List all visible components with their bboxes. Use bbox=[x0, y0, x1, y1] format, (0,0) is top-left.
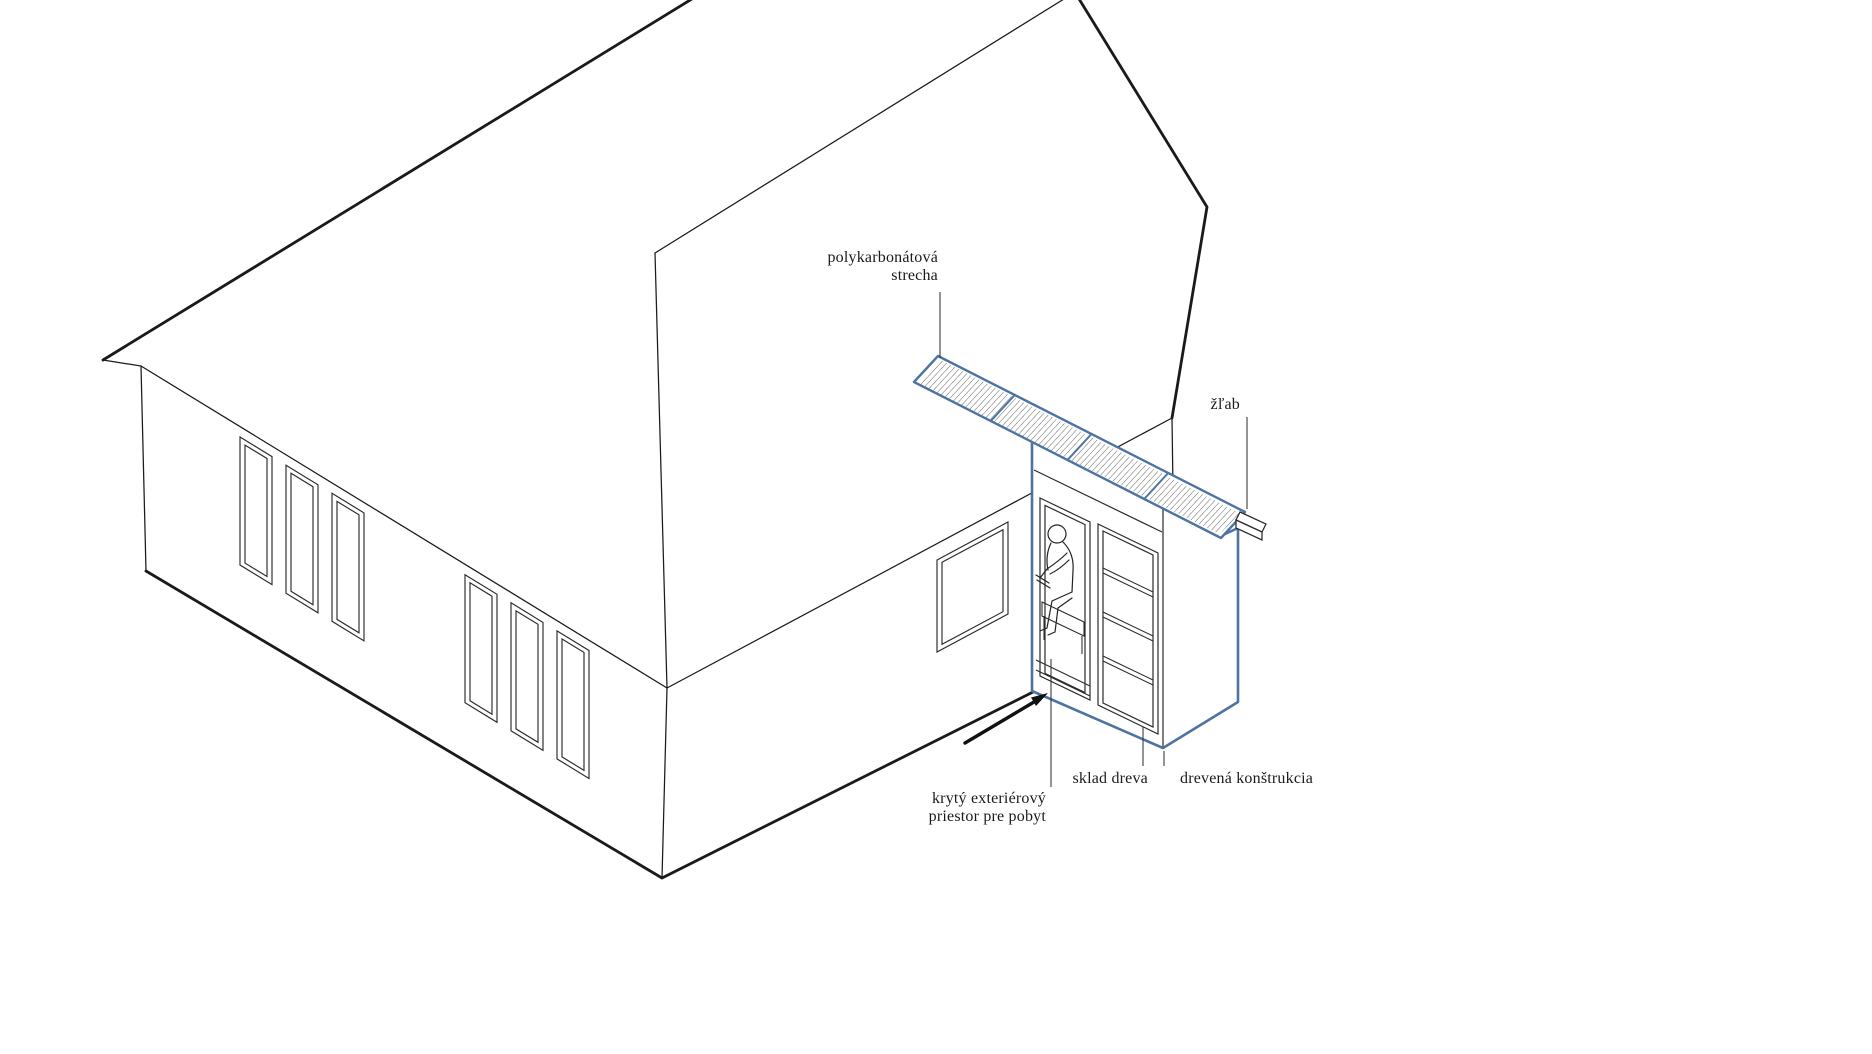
window-inner-frame bbox=[336, 500, 360, 634]
left-wall-windows bbox=[239, 435, 590, 780]
label-polycarbonate-roof: polykarbonátová strecha bbox=[738, 249, 938, 285]
label-polycarbonate-roof-line2: strecha bbox=[891, 267, 938, 284]
window-inner-frame bbox=[561, 637, 585, 772]
polycarbonate-roof bbox=[912, 354, 1247, 540]
floor-steps bbox=[1035, 659, 1091, 697]
window-inner-frame bbox=[941, 528, 1004, 646]
extension bbox=[912, 354, 1267, 750]
label-gutter-text: žľab bbox=[1210, 396, 1240, 413]
leader-lines bbox=[939, 292, 1248, 787]
right-wall-window bbox=[936, 521, 1009, 653]
label-timber-structure: drevená konštrukcia bbox=[1180, 770, 1400, 788]
extension-frame bbox=[1033, 469, 1164, 748]
gutter bbox=[1235, 511, 1267, 541]
window-inner-frame bbox=[469, 581, 493, 716]
person-head bbox=[1047, 524, 1067, 544]
label-gutter: žľab bbox=[1140, 396, 1240, 414]
extension-outline bbox=[1030, 440, 1240, 750]
label-polycarbonate-roof-line1: polykarbonátová bbox=[827, 249, 938, 266]
direction-arrow bbox=[963, 693, 1048, 745]
label-timber-structure-text: drevená konštrukcia bbox=[1180, 770, 1314, 787]
roof-band-outline bbox=[912, 354, 1247, 540]
label-covered-space: krytý exteriérový priestor pre pobyt bbox=[846, 790, 1046, 826]
house-edges bbox=[102, 0, 1175, 879]
house bbox=[101, 0, 1209, 880]
extension-end-face bbox=[1163, 509, 1238, 748]
label-wood-storage: sklad dreva bbox=[1000, 770, 1148, 788]
window-inner-frame bbox=[290, 472, 314, 606]
window-inner-frame bbox=[244, 444, 268, 578]
bench bbox=[1041, 601, 1085, 654]
window-inner-frame bbox=[515, 609, 539, 744]
roof-panel-dividers bbox=[990, 394, 1169, 500]
wood-storage-shelves bbox=[1102, 567, 1154, 686]
label-covered-space-line2: priestor pre pobyt bbox=[928, 808, 1046, 825]
label-covered-space-line1: krytý exteriérový bbox=[931, 790, 1046, 807]
label-wood-storage-text: sklad dreva bbox=[1072, 770, 1148, 787]
